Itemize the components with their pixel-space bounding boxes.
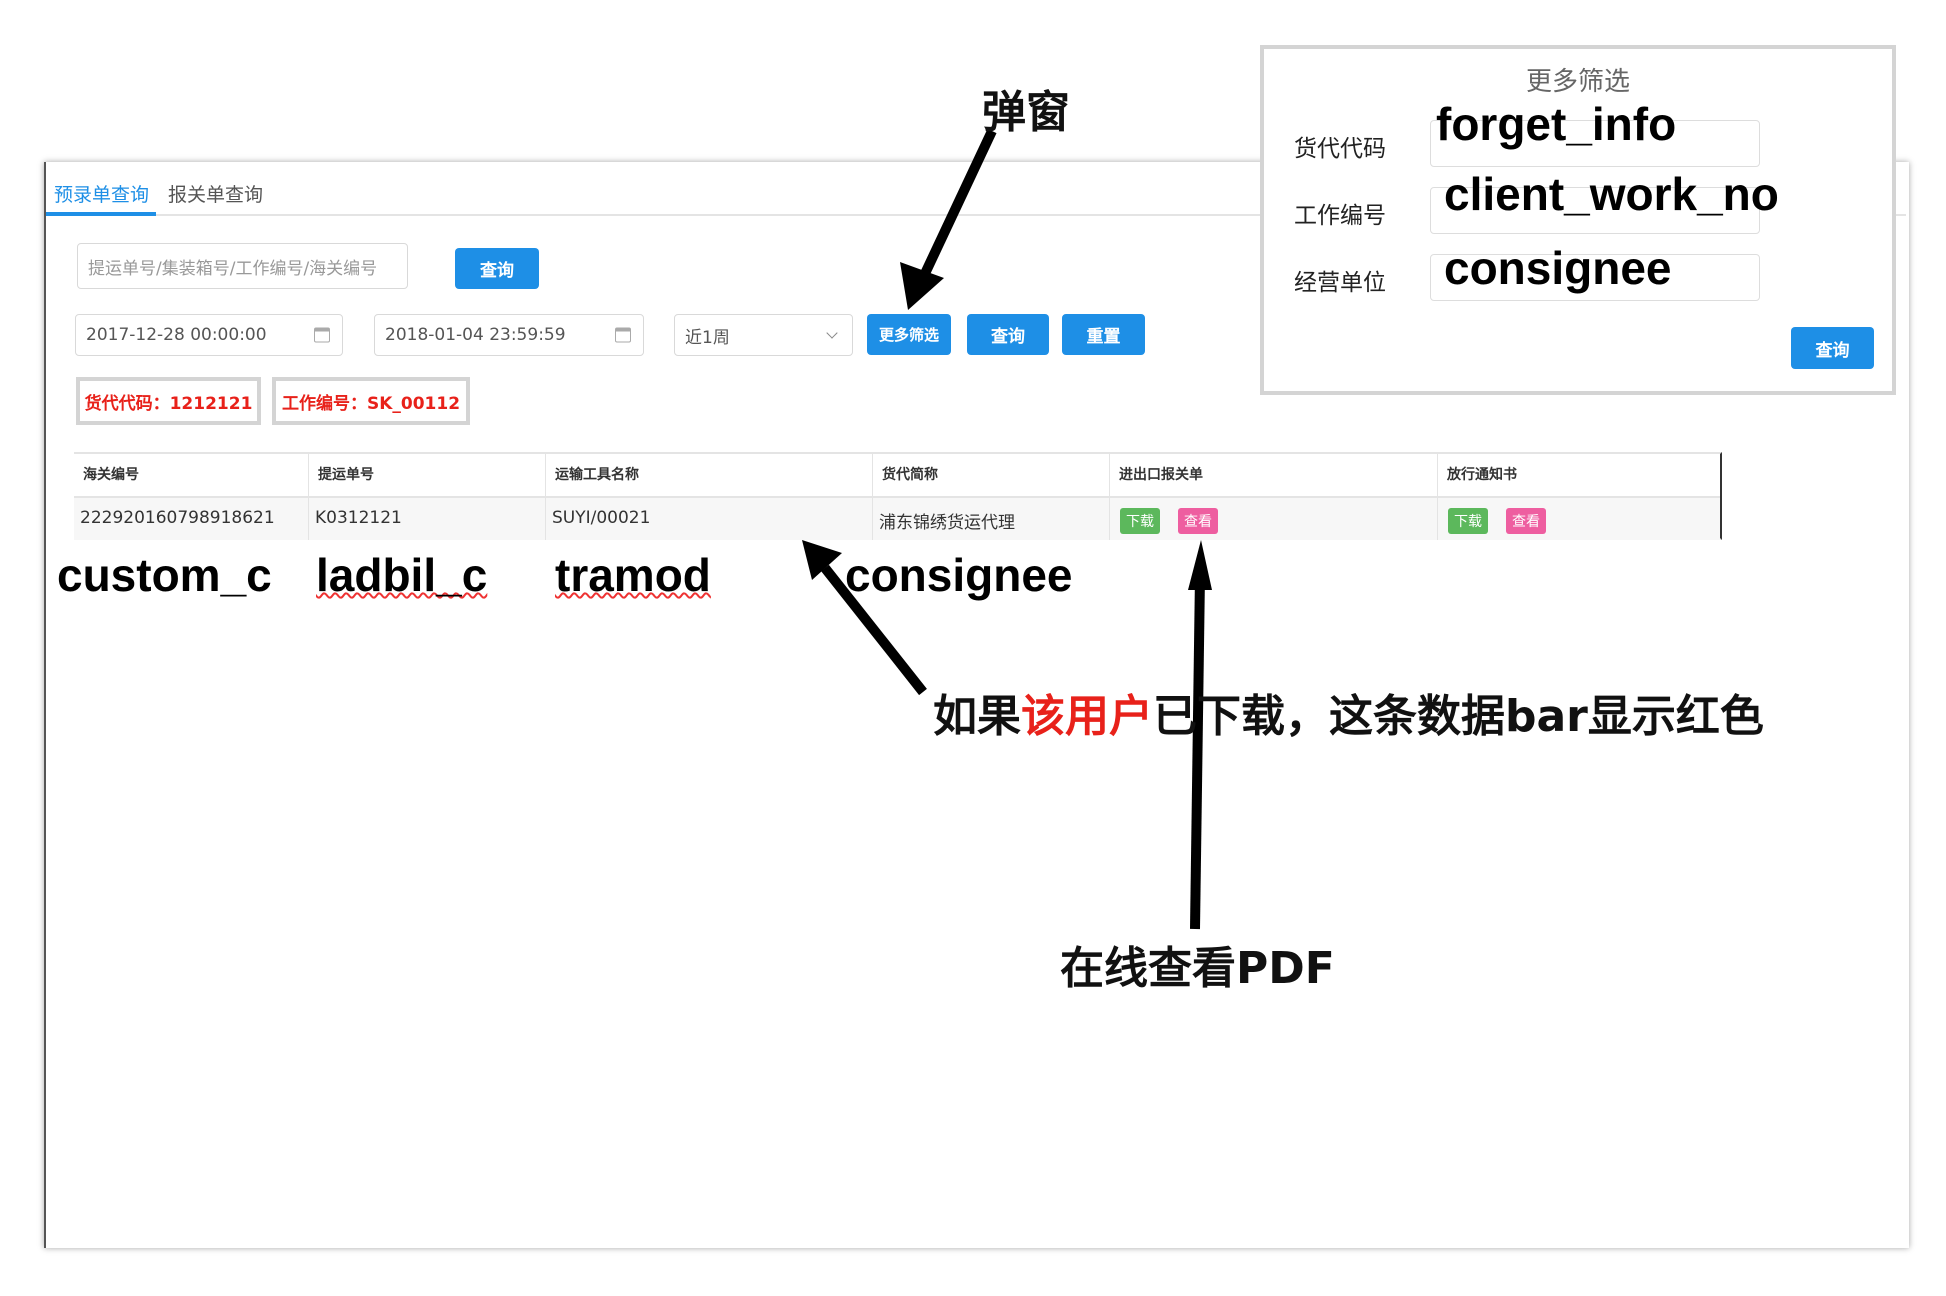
label-work-no: 工作编号 (1294, 203, 1386, 229)
arrow-to-more-filters (900, 128, 997, 310)
start-date-value: 2017-12-28 00:00:00 (86, 325, 267, 345)
start-date-picker[interactable]: 2017-12-28 00:00:00 (75, 314, 343, 356)
cell-declaration: 下载查看 (1110, 496, 1438, 540)
header-transport: 运输工具名称 (546, 454, 873, 496)
work-no-input[interactable] (1430, 187, 1760, 234)
field-annotation-bill: ladbil_c (316, 549, 488, 601)
annotation-text: 如果 (933, 691, 1021, 742)
reset-button[interactable]: 重置 (1062, 314, 1145, 355)
annotation-text: 已下载，这条数据bar显示红色 (1153, 691, 1764, 742)
tab-declaration-query[interactable]: 报关单查询 (168, 184, 264, 206)
search-button[interactable]: 查询 (455, 248, 539, 289)
calendar-icon (314, 327, 330, 343)
search-placeholder: 提运单号/集装箱号/工作编号/海关编号 (88, 258, 378, 279)
search-input[interactable]: 提运单号/集装箱号/工作编号/海关编号 (77, 243, 408, 289)
popup-query-button[interactable]: 查询 (1791, 327, 1874, 369)
end-date-value: 2018-01-04 23:59:59 (385, 325, 566, 345)
label-business-unit: 经营单位 (1294, 270, 1386, 296)
filter-tag[interactable]: 工作编号：SK_00112 (272, 377, 470, 425)
results-table: 海关编号 提运单号 运输工具名称 货代简称 进出口报关单 放行通知书 22292… (74, 452, 1722, 540)
forwarder-code-value: forget_info (1436, 98, 1677, 150)
cell-release-notice: 下载查看 (1438, 496, 1720, 540)
label-forwarder-code: 货代代码 (1294, 136, 1386, 162)
more-filters-button[interactable]: 更多筛选 (867, 314, 951, 355)
cell-transport: SUYI/00021 (546, 496, 873, 540)
business-unit-value: consignee (1444, 242, 1672, 294)
calendar-icon (615, 327, 631, 343)
annotation-popup-label: 弹窗 (982, 87, 1070, 138)
field-annotation-customs: custom_c (57, 549, 272, 601)
end-date-picker[interactable]: 2018-01-04 23:59:59 (374, 314, 644, 356)
annotation-downloaded: 如果该用户已下载，这条数据bar显示红色 (933, 680, 1764, 744)
header-customs-no: 海关编号 (74, 454, 309, 496)
arrow-to-row (802, 540, 927, 696)
tab-divider (46, 214, 1906, 216)
view-button[interactable]: 查看 (1506, 508, 1546, 534)
view-button[interactable]: 查看 (1178, 508, 1218, 534)
annotation-highlight: 该用户 (1021, 691, 1153, 742)
cell-agent: 浦东锦绣货运代理 (873, 496, 1110, 540)
header-bill-no: 提运单号 (309, 454, 546, 496)
range-value: 近1周 (685, 327, 730, 348)
download-button[interactable]: 下载 (1448, 508, 1488, 534)
field-annotation-agent: consignee (845, 549, 1073, 601)
cell-bill-no: K0312121 (309, 496, 546, 540)
download-button[interactable]: 下载 (1120, 508, 1160, 534)
filter-tag[interactable]: 货代代码：1212121 (76, 377, 261, 425)
business-unit-input[interactable] (1430, 254, 1760, 301)
forwarder-code-input[interactable] (1430, 120, 1760, 167)
active-tab-indicator (46, 212, 156, 216)
query-button[interactable]: 查询 (967, 314, 1049, 355)
popup-title: 更多筛选 (1525, 67, 1630, 97)
range-select[interactable]: 近1周 (674, 314, 853, 356)
arrow-to-view-button (1188, 540, 1212, 930)
field-annotation-transport: tramod (555, 549, 711, 601)
annotation-pdf: 在线查看PDF (1060, 943, 1335, 994)
tab-preentry-query[interactable]: 预录单查询 (54, 184, 150, 206)
header-release-notice: 放行通知书 (1447, 467, 1517, 483)
cell-customs-no: 222920160798918621 (74, 496, 309, 540)
header-agent: 货代简称 (873, 454, 1110, 496)
more-filters-popup: 更多筛选 货代代码 forget_info 工作编号 client_work_n… (1260, 45, 1896, 395)
header-declaration: 进出口报关单 (1110, 454, 1438, 496)
work-no-value: client_work_no (1444, 168, 1779, 220)
